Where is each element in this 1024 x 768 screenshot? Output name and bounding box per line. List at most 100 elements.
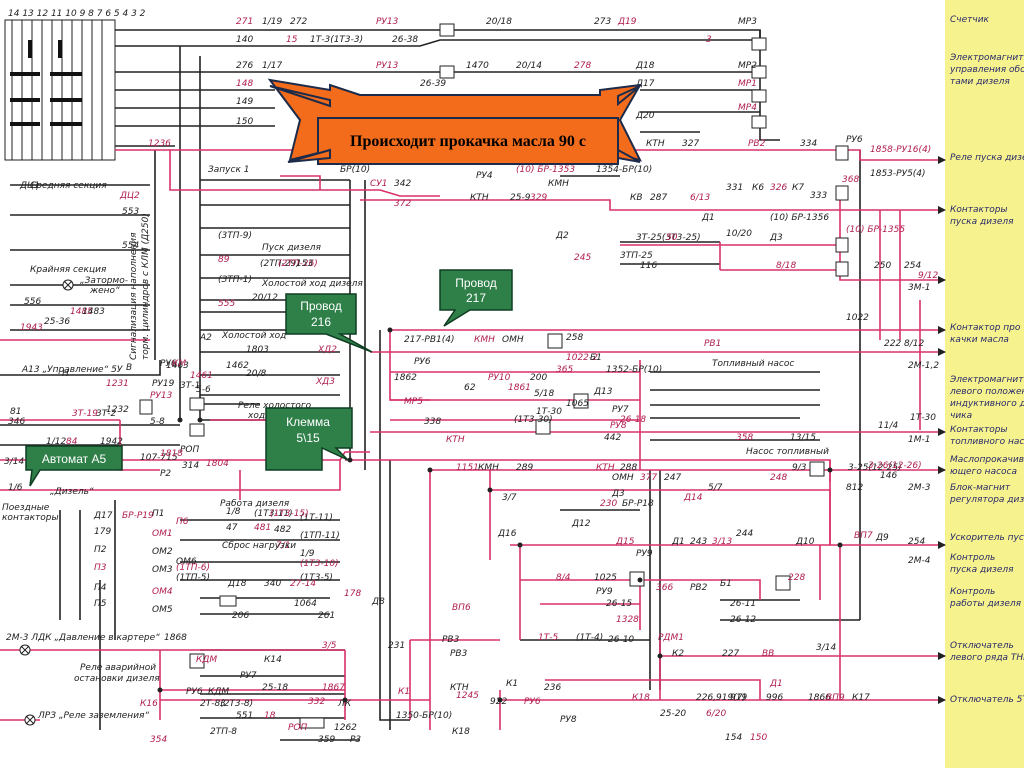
wire-label: ОМ1 — [152, 529, 173, 539]
wire-label: КТН — [646, 139, 665, 149]
wire-label: 342 — [394, 179, 411, 189]
wire-label: ОМ5 — [152, 605, 173, 615]
wire-label: РУ9 — [636, 549, 653, 559]
wire-label: Н — [62, 369, 69, 379]
label-emergency: Реле аварийной — [80, 663, 156, 673]
wire-label: 366 — [656, 583, 673, 593]
wire-label: 1/6 — [8, 483, 23, 493]
label-fuel-pump: Топливный насос — [712, 359, 794, 369]
wire-label: 1942 — [100, 437, 123, 447]
wire-label: ОМ6 — [176, 557, 197, 567]
wire-label: 1/8 — [226, 507, 241, 517]
wire-label: Д17 — [635, 79, 655, 89]
wire-label: А2 — [199, 333, 212, 343]
wire-label: (1Т-4) — [576, 633, 603, 643]
wire-label: ДЦ1 — [19, 181, 40, 191]
wire-label: 47 — [226, 523, 238, 533]
wire-label: 334 — [800, 139, 817, 149]
right-description: пуска дизеля — [950, 217, 1014, 227]
wire-label: 1022 — [846, 313, 869, 323]
wire-label: 1354-БР(10) — [596, 165, 652, 175]
wire-label: 922 — [490, 697, 507, 707]
wire-label: 1Т-5 — [538, 633, 558, 643]
wire-label: 206 — [232, 611, 249, 621]
wire-label: РОП — [180, 445, 200, 455]
wire-label: 11/4 — [878, 421, 898, 431]
wire-label: Д1 — [701, 213, 715, 223]
wire-label: 26-15 — [606, 599, 632, 609]
wire-label: МР5 — [404, 397, 423, 407]
wire-label: 555 — [218, 299, 235, 309]
wire-label: П5 — [94, 599, 107, 609]
wire-label: 1328 — [616, 615, 639, 625]
controller-contact-block: 14 13 12 11 10 9 8 7 6 5 4 3 2 — [4, 9, 146, 161]
wire-label: 26-10 — [608, 635, 634, 645]
right-description: Блок-магнит — [950, 483, 1011, 493]
wire-label: 1236 — [148, 139, 171, 149]
callout-avtomat-line1: Автомат А5 — [42, 452, 107, 466]
wire-label: 146 — [880, 471, 897, 481]
wire-label: 5/7 — [708, 483, 723, 493]
wire-label: К14 — [264, 655, 282, 665]
label-zatormozh: „Затормо- — [80, 276, 128, 286]
wire-label: 365 — [556, 365, 573, 375]
wire-label: 20/18 — [486, 17, 512, 27]
wire-label: РДМ1 — [658, 633, 684, 643]
wire-label: РВ3 — [442, 635, 460, 645]
wire-label: РВ1 — [704, 339, 721, 349]
wire-label: Д16 — [497, 529, 517, 539]
label-emergency-2: остановки дизеля — [74, 674, 160, 684]
svg-text:14 13 12 11 10 9 8 7 6 5 4 3 2: 14 13 12 11 10 9 8 7 6 5 4 3 2 — [8, 9, 146, 19]
wire-label: РУ6 — [524, 697, 541, 707]
terminal-2m3: 2М-3 — [908, 483, 931, 493]
wire-label: 149 — [236, 97, 253, 107]
wire-label: ОМ4 — [152, 587, 173, 597]
wire-label: 3-25(12-25) — [848, 463, 902, 473]
wire-label: (1Т3-15) — [270, 509, 309, 519]
wire-label: Д9 — [875, 533, 889, 543]
relay-boxes — [139, 23, 849, 729]
wire-label: 1Т-3(1Т3-3) — [310, 35, 363, 45]
right-description: Контроль — [950, 553, 995, 563]
wire-label: 3/14 — [816, 643, 836, 653]
wire-label: 1/19 — [262, 17, 282, 27]
wire-label: (2ТП-26) — [278, 259, 318, 269]
wire-label: СУ1 — [370, 179, 388, 189]
wire-label: РВ3 — [450, 649, 468, 659]
wire-label: (1Т3-10) — [300, 559, 339, 569]
wire-label: КТН — [446, 435, 465, 445]
label-pressure: 2М-3 ЛДК „Давление в картере“ — [6, 633, 160, 643]
callout-klemma-line1: Клемма — [286, 415, 330, 429]
wire-label: (10) БР-1353 — [516, 165, 575, 175]
wire-label: 1/9 — [300, 549, 315, 559]
wire-label: 1245 — [456, 691, 479, 701]
wire-label: 3 — [220, 699, 226, 709]
wire-label: 231 — [388, 641, 405, 651]
wire-label: 1862 — [394, 373, 417, 383]
wire-label: 50 — [666, 233, 678, 243]
wire-label: ОМН — [612, 473, 634, 483]
wire-label: ОМН — [502, 335, 524, 345]
wire-label: 354 — [150, 735, 167, 745]
wire-label: 3/7 — [502, 493, 517, 503]
label-zatormozh-2: жено“ — [89, 286, 120, 296]
right-description: Электромагниты — [949, 375, 1024, 385]
label-feed-contactors: Поездные — [2, 503, 50, 513]
callout-provod-216-line1: Провод — [300, 299, 342, 313]
wire-label: 996 — [766, 693, 783, 703]
wire-label: 329 — [530, 193, 547, 203]
wire-label: 254 — [908, 537, 925, 547]
wire-label: 254 — [904, 261, 921, 271]
wire-label: РУ6 — [414, 357, 431, 367]
right-description: тами дизеля — [950, 77, 1010, 87]
callout-klemma-line2: 5\15 — [296, 431, 320, 445]
wire-label: 1231 — [106, 379, 129, 389]
wire-label: (2ТП-29) — [260, 259, 300, 269]
label-zapusk: Запуск 1 — [208, 165, 249, 175]
wire-label: 20/14 — [516, 61, 542, 71]
wire-label: К7 — [792, 183, 804, 193]
wire-label: (10) БР-1355 — [846, 225, 905, 235]
wire-label: 15 — [286, 35, 298, 45]
wire-label: ВП9 — [826, 693, 845, 703]
